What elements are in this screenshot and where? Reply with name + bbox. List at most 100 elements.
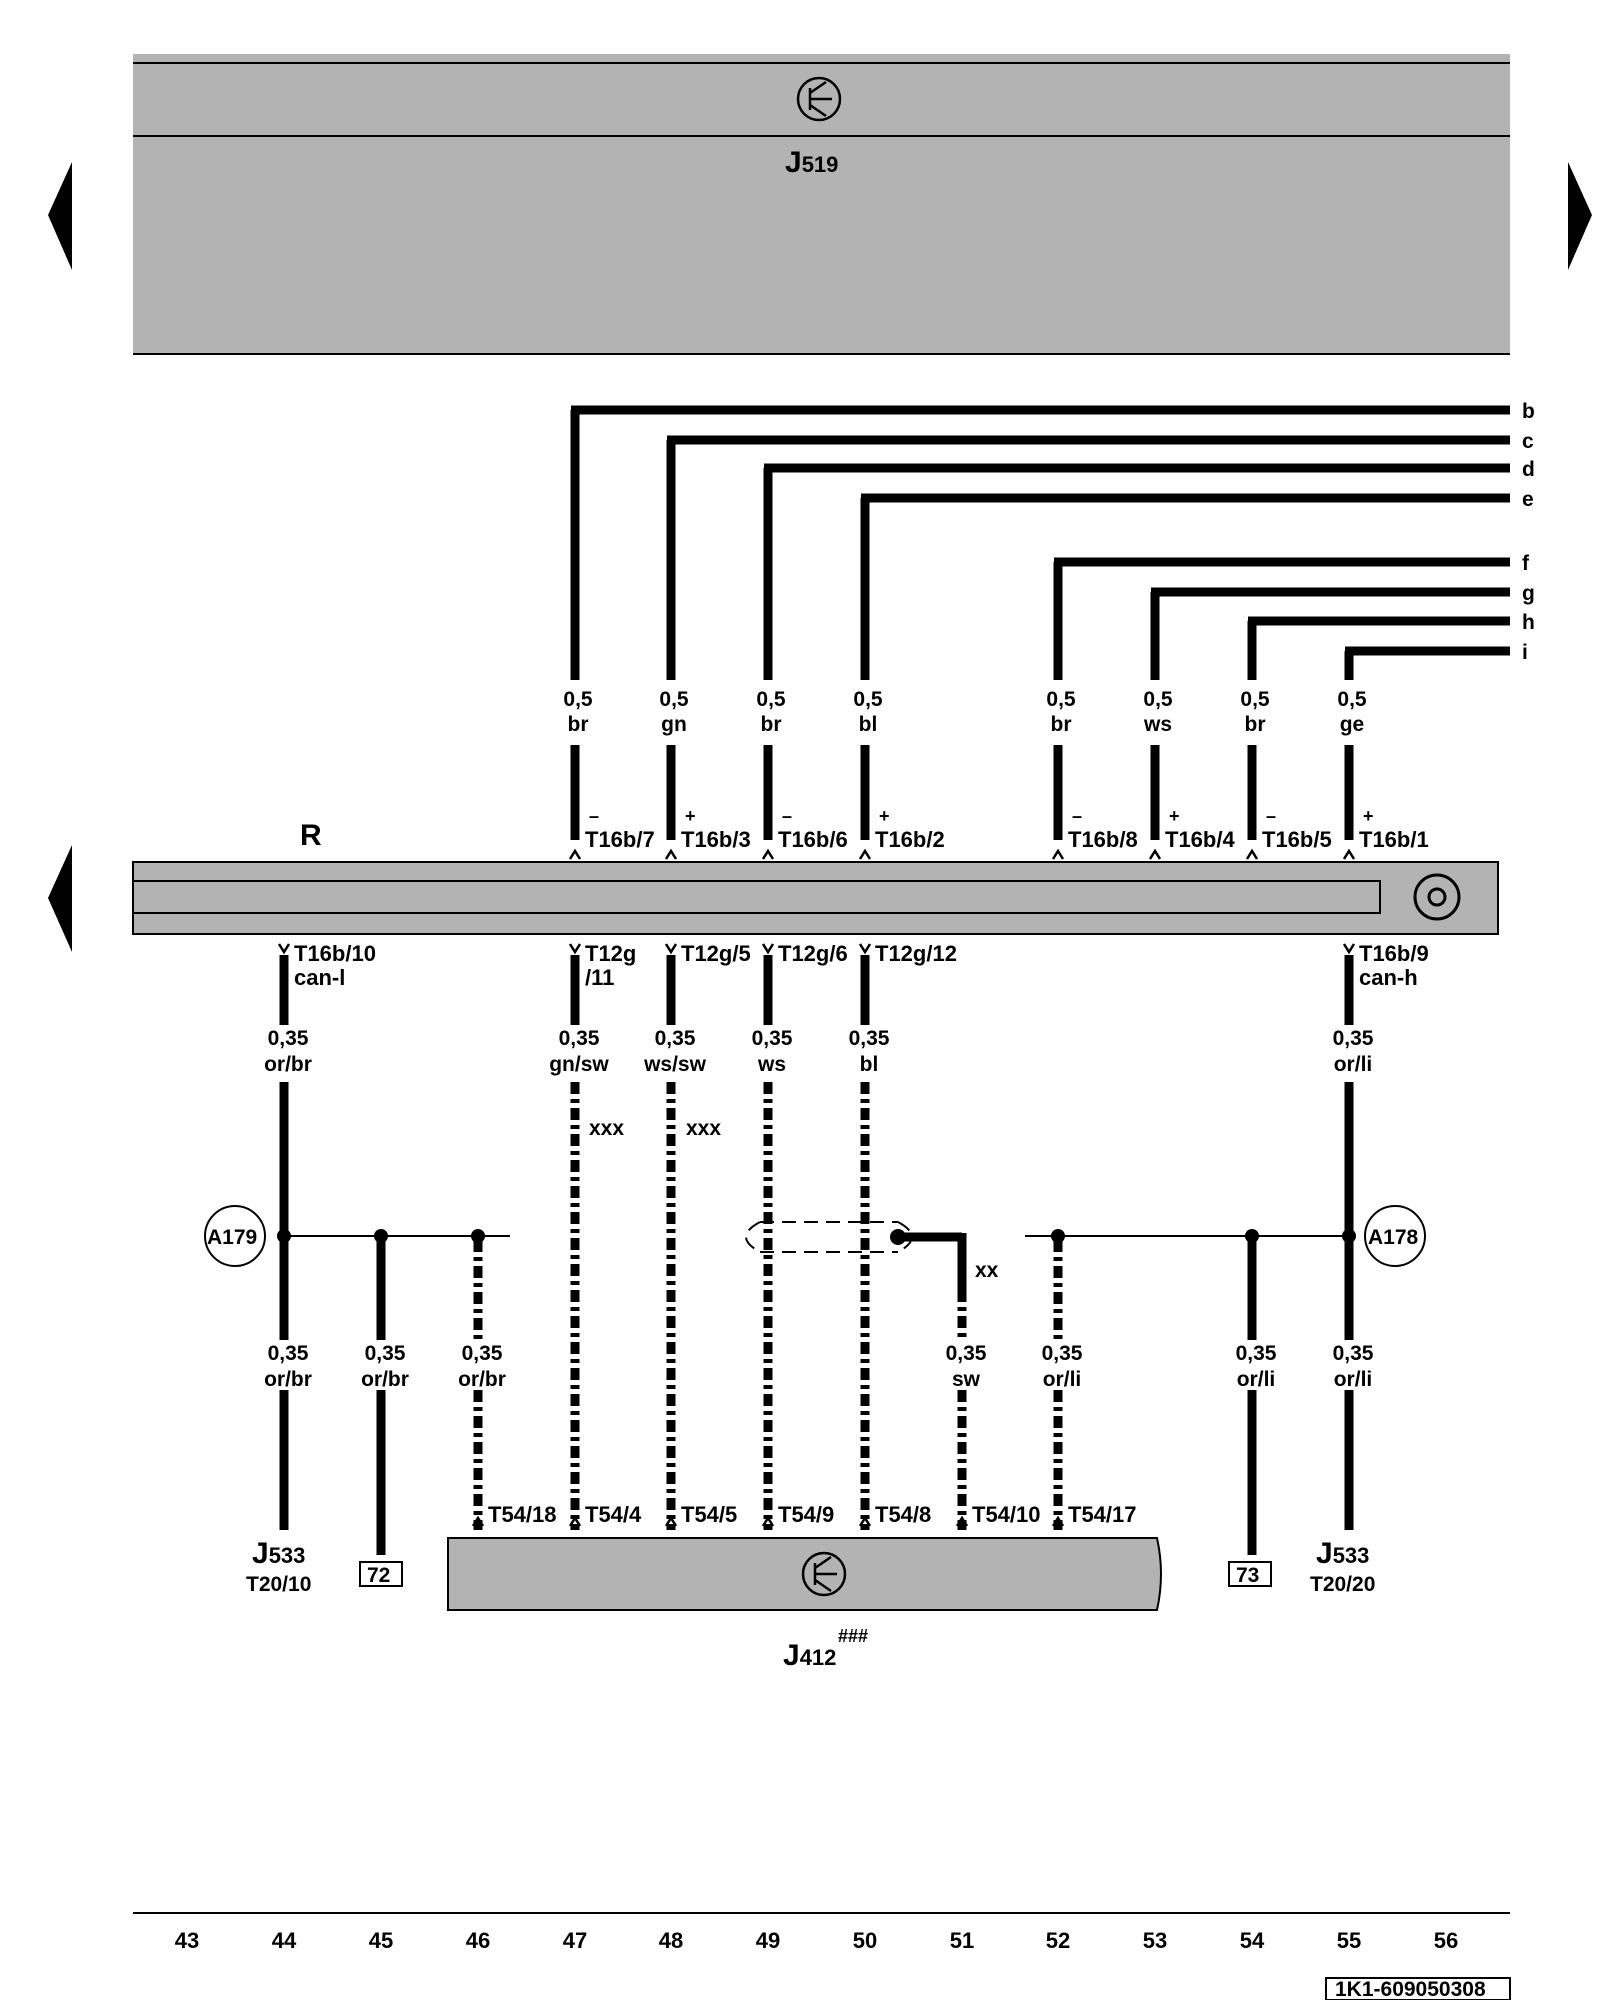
column-number: 55 xyxy=(1337,1928,1361,1953)
column-number: 53 xyxy=(1143,1928,1167,1953)
column-number: 45 xyxy=(369,1928,393,1953)
column-number: 44 xyxy=(272,1928,297,1953)
wire-color: ws/sw xyxy=(643,1053,707,1076)
pin-arrow-icon xyxy=(761,1515,775,1527)
column-number: 47 xyxy=(563,1928,587,1953)
wire-gauge: 0,35 xyxy=(365,1342,406,1365)
wire-color: ge xyxy=(1340,713,1365,736)
shield-outline xyxy=(745,1221,913,1253)
junction-dot xyxy=(1342,1229,1356,1243)
target-j533-left-pin: T20/10 xyxy=(246,1573,311,1596)
pin-label: T16b/7 xyxy=(585,827,655,852)
doc-id: 1K1-609050308 xyxy=(1335,1978,1486,2000)
junction-dot xyxy=(1245,1229,1259,1243)
ground-ref-73: 73 xyxy=(1236,1564,1259,1587)
optional-mark: xxx xyxy=(686,1117,721,1140)
wire-color: ws xyxy=(757,1053,786,1076)
pin-label: T12g xyxy=(585,941,636,966)
pin-arrow-icon xyxy=(568,848,582,860)
pin-label: T16b/6 xyxy=(778,827,848,852)
pin-label: T12g/12 xyxy=(875,941,957,966)
wire-end-letter: f xyxy=(1522,552,1530,575)
target-j533-left: J533 xyxy=(252,1537,305,1570)
pin-arrow-icon xyxy=(858,848,872,860)
column-number: 56 xyxy=(1434,1928,1458,1953)
arrow-right-icon[interactable] xyxy=(1568,162,1592,270)
arrow-left-icon[interactable] xyxy=(48,162,72,270)
pin-polarity: – xyxy=(589,806,599,826)
wire-gauge: 0,5 xyxy=(1240,688,1270,711)
pin-label: T54/18 xyxy=(488,1502,557,1527)
pin-polarity: + xyxy=(1363,806,1374,826)
pin-arrow-icon xyxy=(761,848,775,860)
pin-label: T54/4 xyxy=(585,1502,642,1527)
wire-color: bl xyxy=(859,713,878,736)
pin-label: T54/10 xyxy=(972,1502,1041,1527)
pin-arrow-icon xyxy=(568,1515,582,1527)
pin-label: T16b/1 xyxy=(1359,827,1429,852)
column-number: 48 xyxy=(659,1928,683,1953)
optional-mark: xx xyxy=(975,1259,999,1282)
pin-polarity: – xyxy=(1072,806,1082,826)
wire-gauge: 0,35 xyxy=(268,1342,309,1365)
wire-color: br xyxy=(761,713,782,736)
column-number: 46 xyxy=(466,1928,490,1953)
module-j412: J412 ### xyxy=(447,1537,1162,1672)
pin-arrow-icon xyxy=(664,943,678,955)
connector-a178 xyxy=(1364,1205,1426,1267)
wire-end-letter: i xyxy=(1522,641,1528,664)
wire-color: or/br xyxy=(264,1368,312,1391)
wire-color: or/br xyxy=(264,1053,312,1076)
wire-gauge: 0,5 xyxy=(563,688,593,711)
module-j519: J519 xyxy=(133,54,1510,355)
pin-arrow-icon xyxy=(858,1515,872,1527)
wire-color: bl xyxy=(860,1053,879,1076)
pin-label: T54/5 xyxy=(681,1502,737,1527)
harness-r: R xyxy=(132,819,1499,935)
pin-arrow-icon xyxy=(471,1515,485,1527)
connector-a178-label: A178 xyxy=(1368,1226,1419,1249)
wire-color: ws xyxy=(1143,713,1172,736)
pin-label: T54/17 xyxy=(1068,1502,1137,1527)
wire-gauge: 0,5 xyxy=(853,688,883,711)
optional-mark: xxx xyxy=(589,1117,624,1140)
pin-label: T16b/8 xyxy=(1068,827,1138,852)
wire-end-letter: h xyxy=(1522,611,1535,634)
junction-dot xyxy=(890,1229,906,1245)
arrow-left-icon[interactable] xyxy=(48,845,72,952)
wire-color: br xyxy=(568,713,589,736)
wire-end-letter: d xyxy=(1522,458,1535,481)
wire-color: gn/sw xyxy=(549,1053,609,1076)
wire-color: or/li xyxy=(1334,1053,1373,1076)
column-number: 54 xyxy=(1240,1928,1265,1953)
wire-color: or/li xyxy=(1334,1368,1373,1391)
wire-gauge: 0,5 xyxy=(1337,688,1367,711)
column-number: 52 xyxy=(1046,1928,1070,1953)
pin-arrow-icon xyxy=(1051,1515,1065,1527)
control-unit-icon xyxy=(801,1551,847,1597)
pin-polarity: – xyxy=(1266,806,1276,826)
connector-a179-label: A179 xyxy=(207,1226,257,1249)
wire-gauge: 0,35 xyxy=(946,1342,987,1365)
connector-circle-icon xyxy=(1413,873,1461,921)
wire-end-letter: b xyxy=(1522,400,1535,423)
target-j533-right: J533 xyxy=(1316,1537,1369,1570)
wire-gauge: 0,5 xyxy=(659,688,689,711)
connector-a179 xyxy=(204,1205,266,1267)
pin-arrow-icon xyxy=(761,943,775,955)
pin-arrow-icon xyxy=(1148,848,1162,860)
pin-arrow-icon xyxy=(664,848,678,860)
junction-dot xyxy=(1051,1229,1065,1243)
control-unit-icon xyxy=(796,76,842,122)
pin-arrow-icon xyxy=(277,943,291,955)
pin-label: T16b/2 xyxy=(875,827,945,852)
wire-gauge: 0,5 xyxy=(756,688,786,711)
pin-label: T16b/5 xyxy=(1262,827,1332,852)
wire-gauge: 0,35 xyxy=(268,1027,309,1050)
module-j519-label: J519 xyxy=(785,146,838,179)
wire-gauge: 0,35 xyxy=(849,1027,890,1050)
pin-arrow-icon xyxy=(568,943,582,955)
wire-color: or/li xyxy=(1237,1368,1276,1391)
